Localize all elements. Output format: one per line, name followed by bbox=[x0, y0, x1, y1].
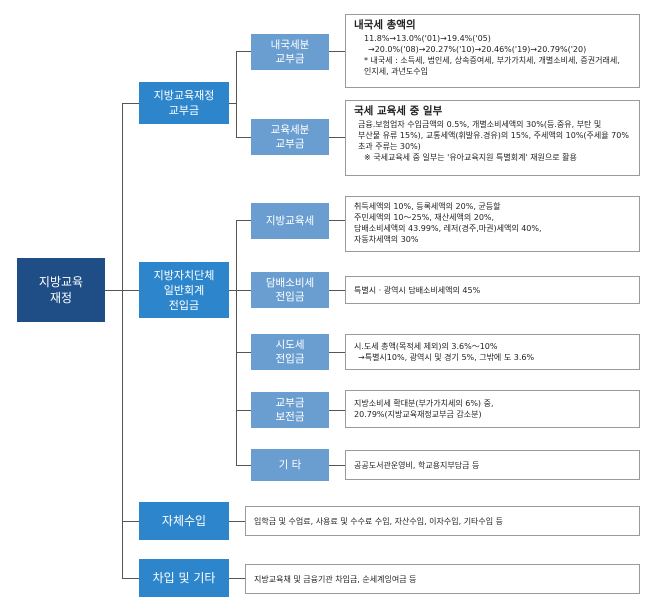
connector-line bbox=[236, 137, 251, 138]
desc-line: 특별시 · 광역시 담배소비세액의 45% bbox=[354, 285, 481, 295]
connector-line bbox=[236, 220, 251, 221]
desc-line: →특별시10%, 광역시 및 경기 5%, 그밖에 도 3.6% bbox=[358, 353, 535, 362]
sub-internal-tax-grant: 내국세분 교부금 bbox=[251, 34, 329, 70]
desc-line: 자동차세액의 30% bbox=[354, 235, 419, 244]
desc-line: * 내국세 : 소득세, 법인세, 상속증여세, 부가가치세, 개별소비세, 증… bbox=[364, 56, 620, 65]
category-education-grant: 지방교육재정 교부금 bbox=[139, 82, 229, 124]
desc-line: 입학금 및 수업료, 사용료 및 수수료 수입, 자산수입, 이자수입, 기타수… bbox=[254, 516, 504, 526]
desc-line: 공공도서관운영비, 학교용지부담금 등 bbox=[354, 460, 480, 470]
connector-line bbox=[122, 521, 139, 522]
desc-line: 부산물 유류 15%), 교통세액(휘발유.경유)의 15%, 주세액의 10%… bbox=[358, 131, 629, 140]
connector-line bbox=[122, 103, 123, 578]
desc-line: 인지세, 과년도수입 bbox=[364, 67, 428, 76]
desc-tobacco-tax: 특별시 · 광역시 담배소비세액의 45% bbox=[345, 276, 640, 304]
connector-line bbox=[329, 465, 345, 466]
connector-line bbox=[122, 578, 139, 579]
sub-grant-compensation: 교부금 보전금 bbox=[251, 392, 329, 428]
desc-title: 국세 교육세 중 일부 bbox=[354, 105, 443, 117]
desc-internal-tax: 내국세 총액의 11.8%→13.0%('01)→19.4%('05) →20.… bbox=[345, 14, 640, 88]
desc-line: 담배소비세액의 43.99%, 레저(경주,마권)세액의 40%, bbox=[354, 224, 542, 233]
sub-local-education-tax: 지방교육세 bbox=[251, 203, 329, 239]
connector-line bbox=[236, 51, 251, 52]
desc-line: 지방소비세 확대분(부가가치세의 6%) 중, bbox=[354, 399, 494, 408]
category-own-revenue: 자체수입 bbox=[139, 502, 229, 540]
connector-line bbox=[236, 410, 251, 411]
desc-line: 취득세액의 10%, 등록세액의 20%, 균등할 bbox=[354, 202, 501, 211]
sub-city-provincial-tax-transfer: 시도세 전입금 bbox=[251, 334, 329, 370]
connector-line bbox=[329, 410, 345, 411]
sub-tobacco-tax-transfer: 담배소비세 전입금 bbox=[251, 272, 329, 308]
desc-title: 내국세 총액의 bbox=[354, 19, 416, 31]
desc-own-revenue: 입학금 및 수업료, 사용료 및 수수료 수입, 자산수입, 이자수입, 기타수… bbox=[245, 506, 640, 536]
desc-borrowing-other: 지방교육채 및 금융기관 차입금, 순세계잉여금 등 bbox=[245, 564, 640, 594]
desc-education-tax: 국세 교육세 중 일부 금융.보험업자 수입금액의 0.5%, 개별소비세액의 … bbox=[345, 100, 640, 176]
sub-other: 기 타 bbox=[251, 449, 329, 481]
desc-line: 주민세액의 10～25%, 재산세액의 20%, bbox=[354, 213, 495, 222]
connector-line bbox=[236, 465, 251, 466]
connector-line bbox=[236, 352, 251, 353]
connector-line bbox=[329, 137, 345, 138]
desc-line: 금융.보험업자 수입금액의 0.5%, 개별소비세액의 30%(등.중유, 부탄… bbox=[358, 120, 602, 129]
desc-line: →20.0%('08)→20.27%('10)→20.46%('19)→20.7… bbox=[368, 45, 587, 54]
desc-other: 공공도서관운영비, 학교용지부담금 등 bbox=[345, 450, 640, 480]
desc-grant-compensation: 지방소비세 확대분(부가가치세의 6%) 중, 20.79%(지방교육재정교부금… bbox=[345, 390, 640, 428]
desc-line: 지방교육채 및 금융기관 차입금, 순세계잉여금 등 bbox=[254, 574, 417, 584]
connector-line bbox=[229, 103, 236, 104]
sub-education-tax-grant: 교육세분 교부금 bbox=[251, 119, 329, 155]
category-borrowing-other: 차입 및 기타 bbox=[139, 559, 229, 597]
connector-line bbox=[229, 521, 245, 522]
desc-city-provincial-tax: 시.도세 총액(목적세 제외)의 3.6%～10% →특별시10%, 광역시 및… bbox=[345, 334, 640, 370]
desc-line: 초과 주류는 30%) bbox=[358, 142, 421, 151]
connector-line bbox=[229, 578, 245, 579]
connector-line bbox=[329, 352, 345, 353]
connector-line bbox=[122, 290, 139, 291]
category-local-government-transfer: 지방자치단체 일반회계 전입금 bbox=[139, 262, 229, 318]
desc-line: 20.79%(지방교육재정교부금 감소분) bbox=[354, 410, 482, 419]
connector-line bbox=[236, 290, 251, 291]
connector-line bbox=[329, 220, 345, 221]
desc-local-education-tax: 취득세액의 10%, 등록세액의 20%, 균등할 주민세액의 10～25%, … bbox=[345, 196, 640, 252]
connector-line bbox=[329, 51, 345, 52]
connector-line bbox=[236, 220, 237, 465]
connector-line bbox=[329, 290, 345, 291]
connector-line bbox=[236, 51, 237, 137]
connector-line bbox=[122, 103, 139, 104]
desc-line: ※ 국세교육세 중 일부는 '유아교육지원 특별회계' 재원으로 활용 bbox=[364, 153, 577, 162]
desc-line: 시.도세 총액(목적세 제외)의 3.6%～10% bbox=[354, 342, 498, 351]
desc-line: 11.8%→13.0%('01)→19.4%('05) bbox=[364, 34, 491, 43]
connector-line bbox=[105, 290, 122, 291]
root-node: 지방교육 재정 bbox=[17, 258, 105, 322]
connector-line bbox=[229, 290, 236, 291]
